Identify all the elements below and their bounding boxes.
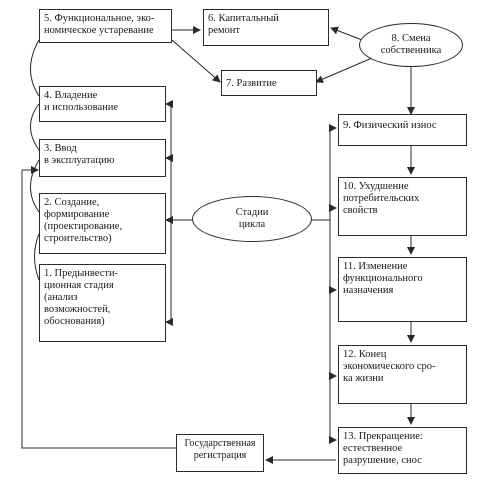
stage-13-box: 13. Прекращение: естественное разрушение… — [338, 427, 467, 474]
arrow-8-to-6 — [330, 26, 363, 41]
stage-3-box: 3. Ввод в эксплуатацию — [39, 139, 166, 177]
arrow-5-to-7 — [171, 39, 221, 83]
line-registration-to-left — [21, 170, 176, 449]
stage-12-box: 12. Конец экономического сро- ка жизни — [338, 345, 467, 404]
arrow-8-to-7 — [315, 57, 373, 83]
stage-6-box: 6. Капитальный ремонт — [203, 9, 329, 46]
stage-5-box: 5. Функциональное, эко- номическое устар… — [39, 9, 172, 43]
stage-1-box: 1. Предынвести- ционная стадия (анализ в… — [39, 264, 166, 342]
stage-7-box: 7. Развитие — [221, 70, 317, 96]
state-registration-box: Государственная регистрация — [176, 434, 264, 472]
stage-8-ellipse: 8. Смена собственника — [359, 23, 463, 67]
arc-stage-1-to-2 — [34, 233, 40, 281]
stage-2-box: 2. Создание, формирование (проектировани… — [39, 193, 166, 254]
arc-stage-3-to-4 — [30, 103, 40, 151]
stage-10-box: 10. Ухудшение потребительских свойств — [338, 177, 467, 236]
stage-9-box: 9. Физический износ — [338, 114, 467, 146]
cycle-stages-ellipse: Стадии цикла — [192, 196, 312, 242]
stage-4-box: 4. Владение и использование — [39, 86, 166, 122]
arc-stage-4-to-5 — [30, 39, 40, 97]
arc-stage-2-to-3 — [30, 159, 40, 213]
stage-11-box: 11. Изменение функционального назначения — [338, 257, 467, 322]
